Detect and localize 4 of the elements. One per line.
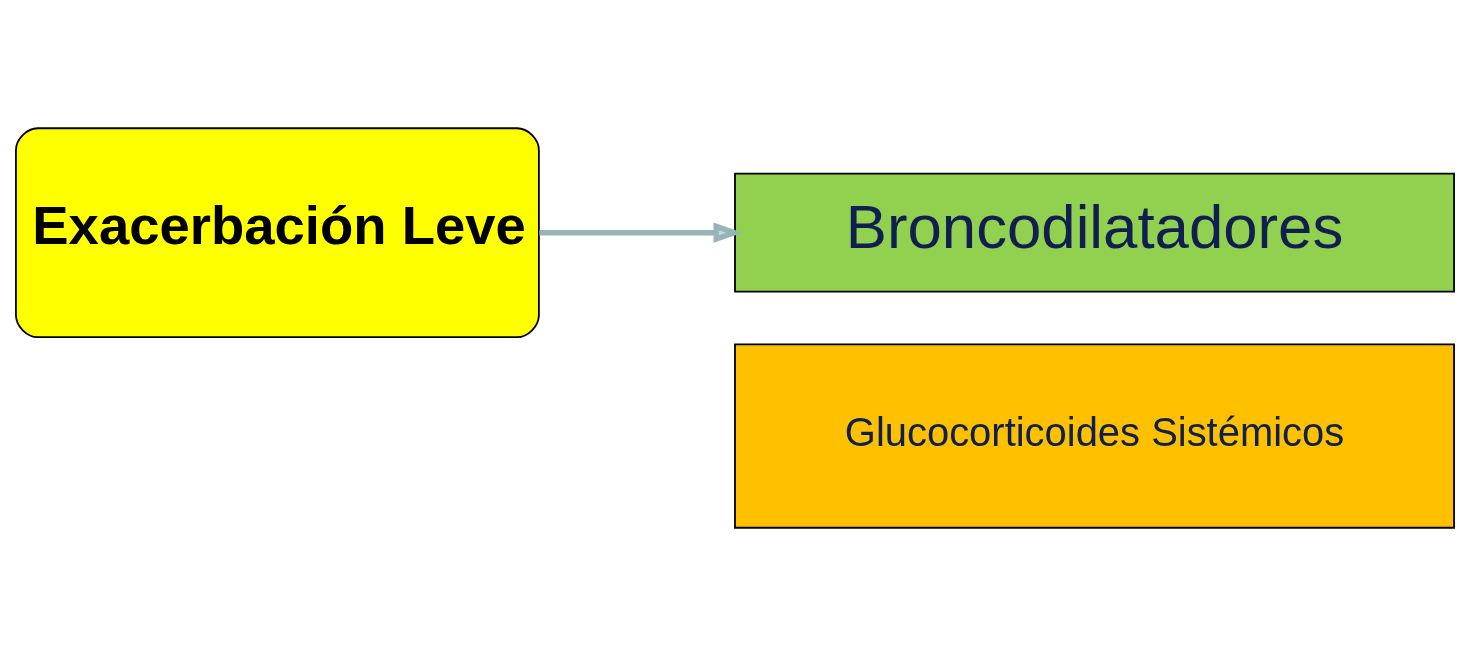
node-box: Broncodilatadores [734, 172, 1455, 293]
node-box: Exacerbación Leve [15, 127, 540, 338]
node-box: Glucocorticoides Sistémicos [734, 343, 1455, 529]
arrow [539, 222, 743, 243]
